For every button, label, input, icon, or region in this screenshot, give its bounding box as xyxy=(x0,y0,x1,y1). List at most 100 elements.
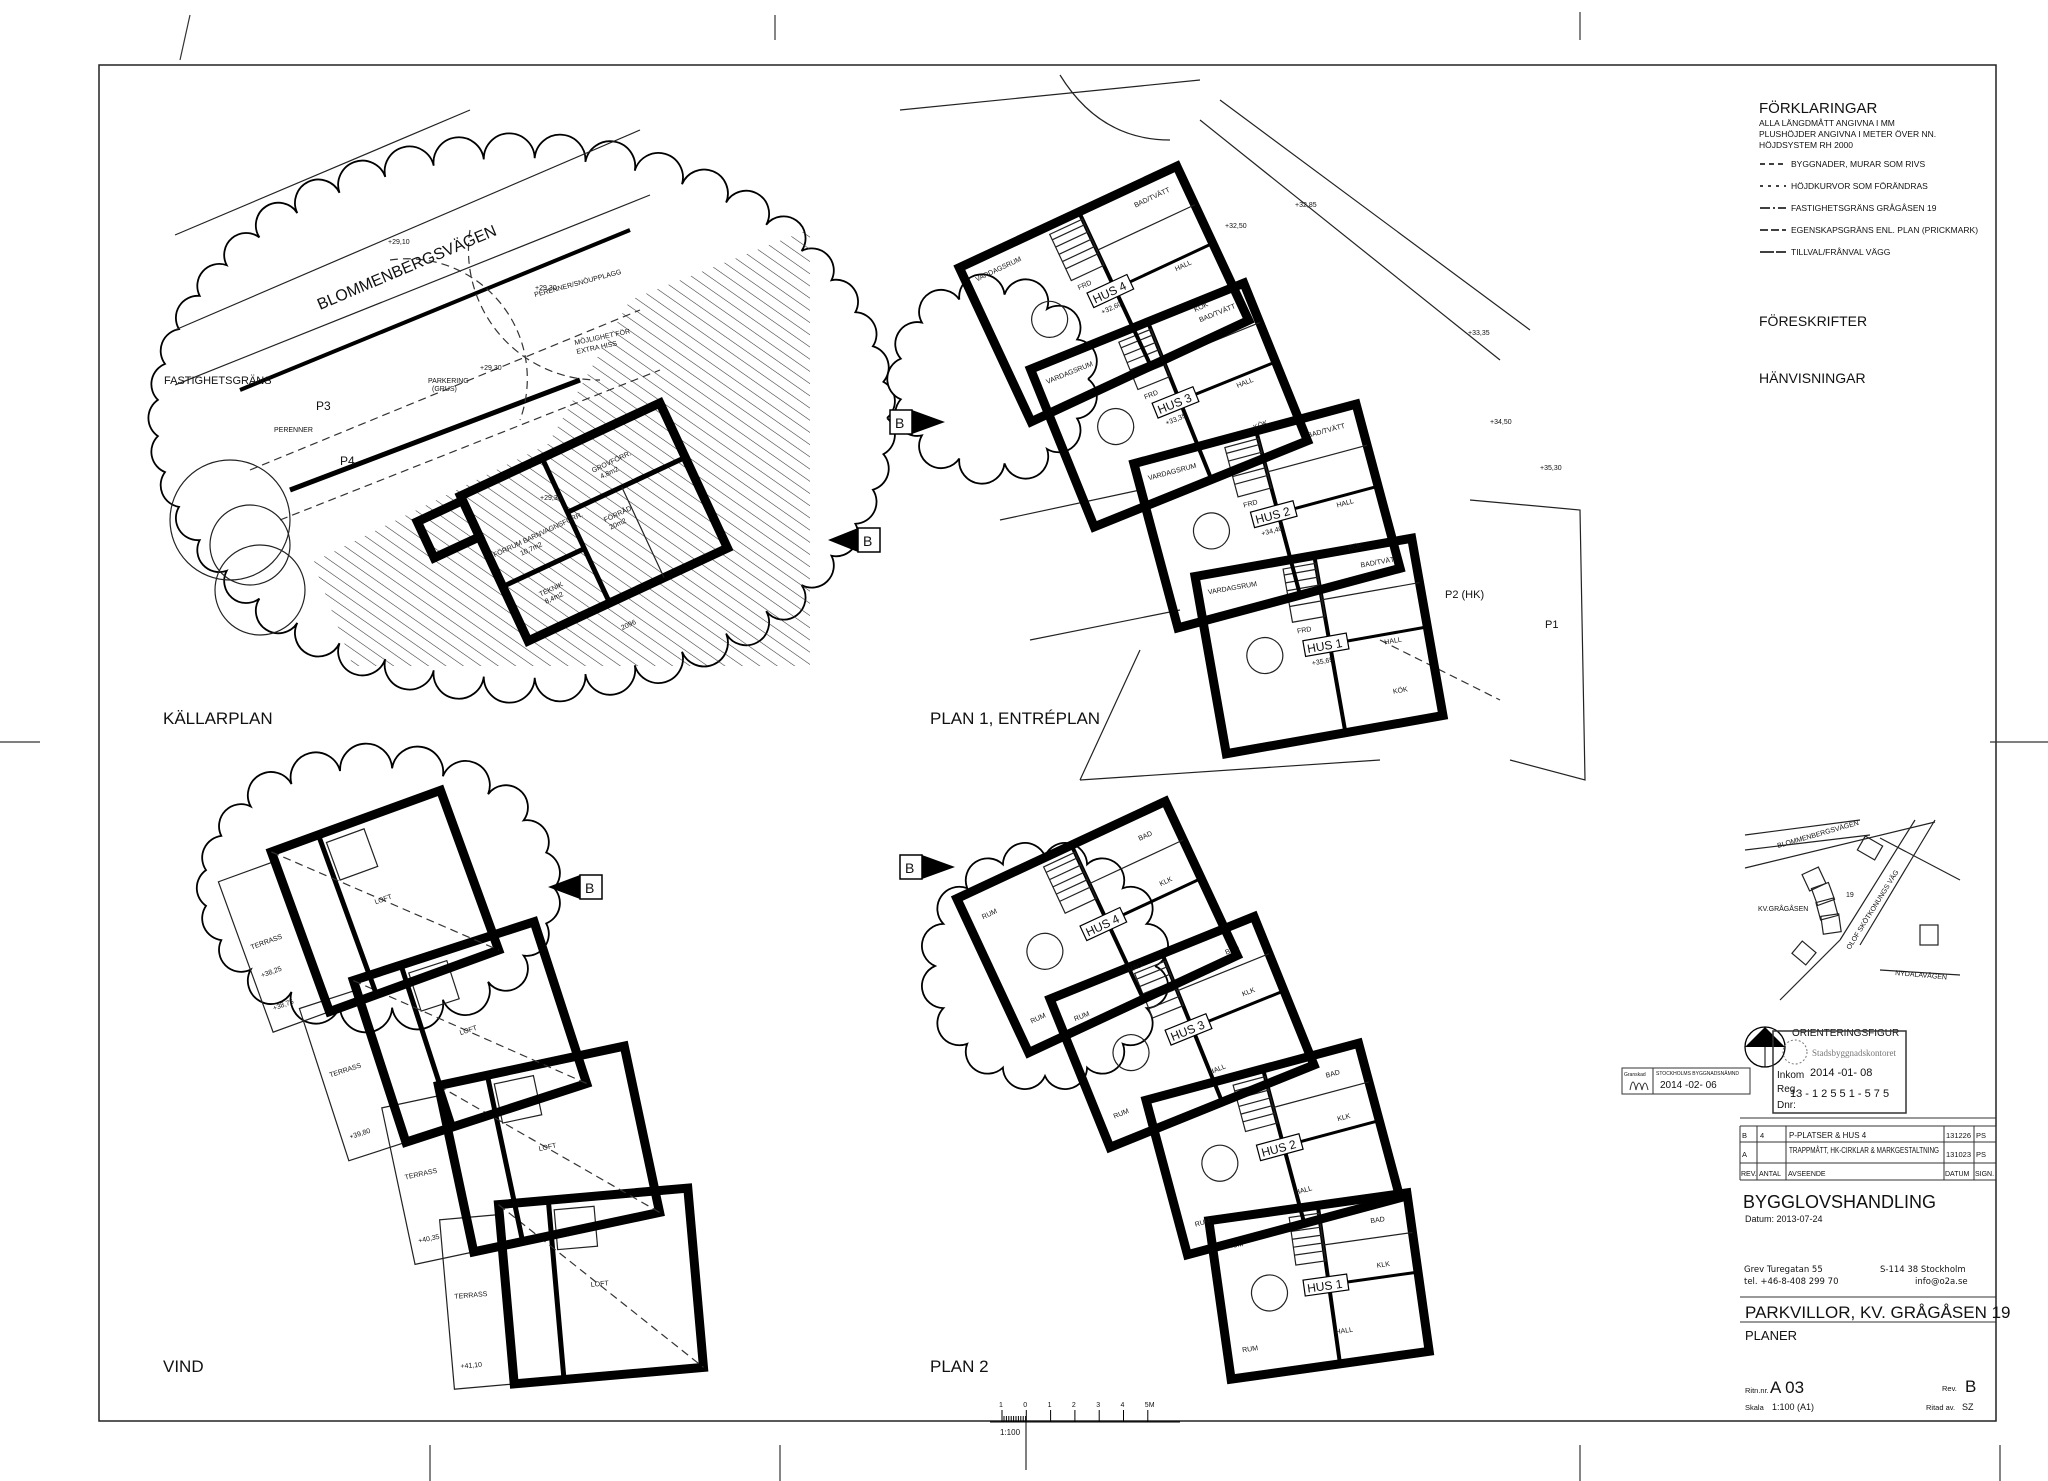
svg-text:Skala: Skala xyxy=(1745,1403,1765,1412)
parking-label: P4 xyxy=(340,454,355,468)
document-date: Datum: 2013-07-24 xyxy=(1745,1214,1823,1224)
foreskrifter-heading: FÖRESKRIFTER xyxy=(1759,312,1867,329)
svg-text:2014 -01- 08: 2014 -01- 08 xyxy=(1810,1067,1872,1079)
revision-antal: 4 xyxy=(1760,1131,1764,1140)
revision: B xyxy=(1965,1377,1976,1396)
room-label: TERRASS xyxy=(454,1291,488,1301)
room-label: VARDAGSRUM xyxy=(1207,581,1257,597)
revision-header-rev: REV. xyxy=(1741,1171,1757,1178)
room-label: BAD xyxy=(1370,1216,1385,1225)
north-arrow-icon xyxy=(1744,1026,1786,1068)
level: +41,10 xyxy=(460,1362,482,1371)
scale-tick-label: 4 xyxy=(1121,1402,1125,1409)
legend-item: TILLVAL/FRÅNVAL VÄGG xyxy=(1791,247,1890,257)
scale-tick-label: 5M xyxy=(1145,1402,1155,1409)
drawing-number: A 03 xyxy=(1770,1378,1804,1397)
room-label: FRD xyxy=(1143,389,1159,401)
room-label: FRD xyxy=(1243,499,1259,509)
room-label: BAD/TVÄTT xyxy=(1133,186,1172,210)
note: PERENNER xyxy=(274,427,313,434)
room-label: FRD xyxy=(1077,280,1093,292)
room-label: BAD xyxy=(1325,1069,1341,1079)
room-label: BAD/TVÄTT xyxy=(1307,422,1347,440)
plan-title: VIND xyxy=(163,1357,204,1376)
revision-header-avseende: AVSEENDE xyxy=(1788,1171,1826,1178)
revision-rev: B xyxy=(1742,1131,1747,1140)
hanvisningar-heading: HÄNVISNINGAR xyxy=(1759,370,1866,386)
office-email: info@o2a.se xyxy=(1915,1277,1968,1287)
office-address: Grev Turegatan 55 xyxy=(1744,1265,1823,1275)
section-marker-b[interactable]: B xyxy=(899,854,955,880)
revision-sign: PS xyxy=(1976,1131,1986,1140)
level: +35,65 xyxy=(1311,657,1334,668)
room-label: TERRASS xyxy=(404,1168,438,1182)
svg-text:Inkom: Inkom xyxy=(1777,1070,1804,1081)
office-city: S-114 38 Stockholm xyxy=(1880,1265,1966,1275)
orientation-map xyxy=(1744,819,1961,1001)
parking-label: P2 (HK) xyxy=(1445,589,1484,601)
parking-label: P3 xyxy=(316,399,331,413)
note: (GRUS) xyxy=(432,386,457,393)
room-label: BAD xyxy=(1138,830,1154,842)
level: +35,30 xyxy=(1540,465,1562,472)
map-road-label: OLOF SKÖTKONUNGS VÄG xyxy=(1845,869,1901,951)
orientation-title: ORIENTERINGSFIGUR xyxy=(1792,1028,1899,1039)
legend-note: HÖJDSYSTEM RH 2000 xyxy=(1759,140,1853,150)
level: +29,35 xyxy=(540,495,562,502)
svg-text:13 - 1 2 5 5 1 - 5 7 5: 13 - 1 2 5 5 1 - 5 7 5 xyxy=(1790,1088,1889,1100)
section-marker-b[interactable]: B xyxy=(548,874,603,900)
property-line-label: FASTIGHETSGRÄNS xyxy=(164,375,272,387)
svg-text:Rev.: Rev. xyxy=(1942,1384,1957,1393)
svg-text:Reg.: Reg. xyxy=(1777,1084,1798,1095)
legend-item: FASTIGHETSGRÄNS GRÅGÅSEN 19 xyxy=(1791,203,1937,213)
svg-text:Granskad: Granskad xyxy=(1624,1072,1646,1078)
sheet-name: PLANER xyxy=(1745,1328,1797,1343)
crop-marks xyxy=(0,12,2048,1481)
room-label: HALL xyxy=(1335,1327,1353,1336)
revision-datum: 131226 xyxy=(1946,1131,1971,1140)
level: +40,35 xyxy=(418,1234,441,1245)
scale-tick-label: 2 xyxy=(1072,1402,1076,1409)
room-label: LOFT xyxy=(538,1142,558,1153)
room-label: RUM xyxy=(1242,1345,1259,1354)
svg-text:Dnr:: Dnr: xyxy=(1777,1100,1796,1111)
map-lot-label: 19 xyxy=(1846,892,1854,899)
scale: 1:100 (A1) xyxy=(1772,1402,1814,1412)
legend-title: FÖRKLARINGAR xyxy=(1759,99,1878,117)
revision-datum: 131023 xyxy=(1946,1150,1971,1159)
room-label: HALL xyxy=(1336,498,1355,509)
sheet-border xyxy=(98,64,1997,1422)
svg-text:STOCKHOLMS BYGGNADSNÄMND: STOCKHOLMS BYGGNADSNÄMND xyxy=(1656,1070,1739,1077)
level: +34,40 xyxy=(1261,526,1284,538)
section-marker-b[interactable]: B xyxy=(828,527,881,553)
level: +29,10 xyxy=(388,239,410,246)
legend-note: PLUSHÖJDER ANGIVNA I METER ÖVER NN. xyxy=(1759,129,1936,139)
scale-tick-label: 3 xyxy=(1096,1402,1100,1409)
room-label: HALL xyxy=(1208,1063,1227,1076)
house-label: HUS 1 xyxy=(1306,636,1344,656)
received-stamp: Stadsbyggnadskontoret Inkom 2014 -01- 08… xyxy=(1772,1030,1907,1114)
room-label: FRD xyxy=(1297,626,1312,635)
revision-description: TRAPPMÅTT, HK-CIRKLAR & MARKGESTALTNING xyxy=(1789,1146,1939,1155)
revision-header-sign: SIGN. xyxy=(1975,1171,1994,1178)
section-marker-b[interactable]: B xyxy=(889,409,945,435)
plan-title: PLAN 1, ENTRÉPLAN xyxy=(930,709,1100,728)
plan-title: PLAN 2 xyxy=(930,1357,989,1376)
room-label: RUM xyxy=(1194,1218,1211,1229)
map-road-label: NYDALAVÄGEN xyxy=(1895,969,1947,982)
reviewed-stamp: Granskad STOCKHOLMS BYGGNADSNÄMND 2014 -… xyxy=(1621,1067,1751,1095)
scale-tick-label: 0 xyxy=(1023,1402,1027,1409)
level: +32,50 xyxy=(1225,223,1247,230)
level: +33,35 xyxy=(1165,413,1188,428)
parking-label: P1 xyxy=(1545,619,1558,631)
note: PARKERING xyxy=(428,378,469,385)
level: +32,85 xyxy=(1295,202,1317,209)
house-label: HUS 2 xyxy=(1254,504,1292,527)
svg-text:2014 -02- 06: 2014 -02- 06 xyxy=(1660,1080,1717,1091)
room-label: KLK xyxy=(1337,1113,1352,1123)
